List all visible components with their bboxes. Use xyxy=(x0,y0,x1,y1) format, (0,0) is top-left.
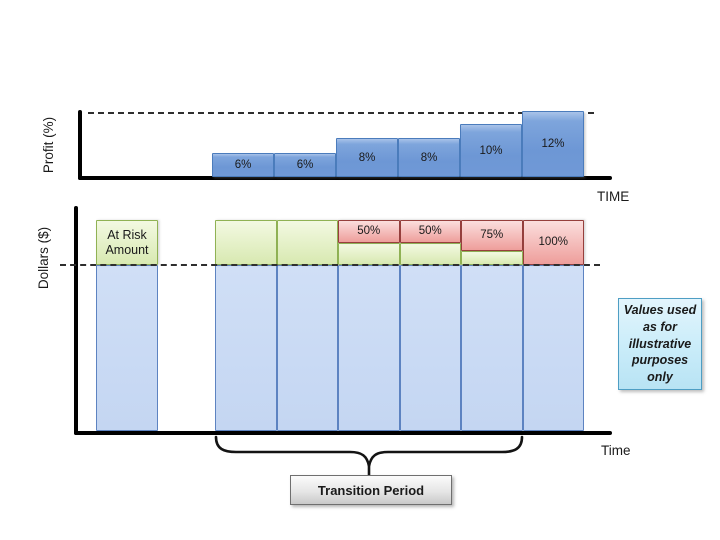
replaced-red-segment: 75% xyxy=(461,220,523,251)
replaced-red-segment: 50% xyxy=(399,220,461,243)
dollars-x-axis xyxy=(74,431,612,435)
red-segment-label: 75% xyxy=(480,228,504,241)
at-risk-threshold-dashed-line xyxy=(60,264,600,266)
red-segment-label: 50% xyxy=(418,224,442,237)
profit-bar: 12% xyxy=(522,111,584,177)
profit-bar: 10% xyxy=(460,124,522,177)
at-risk-amount-label: At Risk Amount xyxy=(105,227,149,257)
profit-bar: 6% xyxy=(274,153,336,177)
at-risk-green-segment xyxy=(276,220,338,265)
red-segment-label: 100% xyxy=(538,235,568,248)
profit-x-axis xyxy=(78,176,612,180)
dollar-bar-blue xyxy=(522,265,584,431)
profit-bar-label: 6% xyxy=(296,159,314,171)
profit-bar-label: 12% xyxy=(541,138,565,150)
profit-y-axis xyxy=(78,110,82,180)
dollar-bar-blue xyxy=(338,265,400,431)
transition-period-box: Transition Period xyxy=(290,475,452,505)
at-risk-green-segment xyxy=(338,243,400,265)
at-risk-green-segment xyxy=(461,251,523,265)
replaced-red-segment: 100% xyxy=(522,220,584,265)
profit-bar: 6% xyxy=(212,153,274,177)
at-risk-green-segment xyxy=(399,243,461,265)
dollar-bar-blue xyxy=(461,265,523,431)
transition-period-label: Transition Period xyxy=(317,482,425,498)
profit-bar: 8% xyxy=(398,138,460,177)
dollars-y-axis xyxy=(74,206,78,435)
dollar-bar-blue xyxy=(215,265,277,431)
dollars-x-axis-label: Time xyxy=(601,443,631,458)
profit-bar-label: 8% xyxy=(420,151,438,164)
dollar-bar-blue xyxy=(276,265,338,431)
dollar-bar-blue xyxy=(399,265,461,431)
profit-bar-label: 10% xyxy=(479,144,503,157)
at-risk-green-segment xyxy=(215,220,277,265)
profit-bar-label: 6% xyxy=(234,159,252,171)
dollar-bar-blue-standalone xyxy=(96,265,158,431)
at-risk-amount-box: At Risk Amount xyxy=(96,220,158,265)
illustrative-note-box: Values used as for illustrative purposes… xyxy=(618,298,702,390)
profit-ceiling-dashed-line xyxy=(88,112,594,114)
profit-x-axis-label: TIME xyxy=(597,189,630,204)
replaced-red-segment: 50% xyxy=(338,220,400,243)
profit-bar: 8% xyxy=(336,138,398,177)
illustrative-note-text: Values used as for illustrative purposes… xyxy=(623,302,697,385)
red-segment-label: 50% xyxy=(357,224,381,237)
profit-bar-label: 8% xyxy=(358,151,376,164)
